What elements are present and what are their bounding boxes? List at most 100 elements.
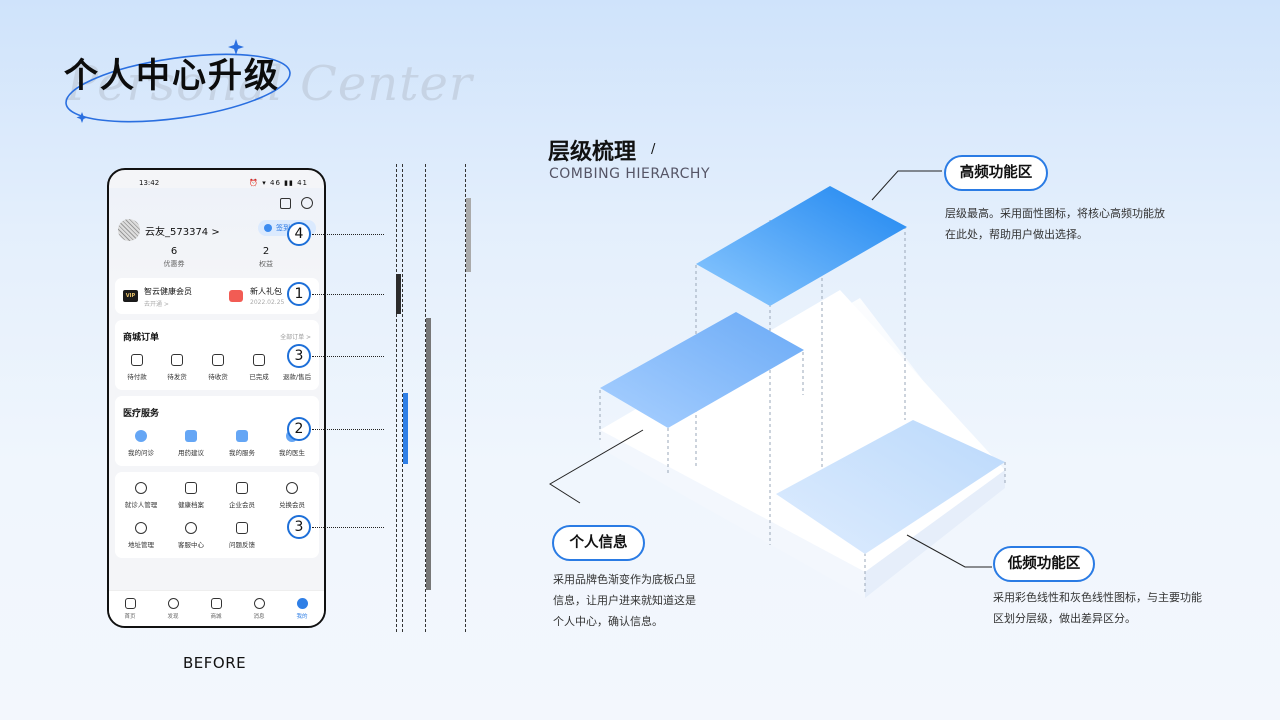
medical-item-label: 我的问诊	[128, 449, 154, 457]
hierarchy-subtitle: COMBING HIERARCHY	[549, 166, 711, 182]
tool-item-address[interactable]: 地址管理	[119, 522, 163, 549]
guide-line	[425, 164, 426, 632]
order-item-pending-receipt[interactable]: 待收货	[196, 354, 240, 381]
folder-icon	[185, 482, 197, 494]
tab-messages[interactable]: 消息	[244, 598, 274, 620]
guide-line	[465, 164, 466, 632]
tab-me[interactable]: 我的	[287, 598, 317, 620]
hierarchy-title: 层级梳理	[548, 140, 637, 165]
tool-item-label: 兑换会员	[279, 501, 305, 509]
vip-subtitle[interactable]: 去开通 >	[144, 301, 169, 308]
tool-item-feedback[interactable]: 问题反馈	[220, 522, 264, 549]
all-orders-link[interactable]: 全部订单 >	[280, 334, 311, 341]
tool-item-label: 地址管理	[128, 541, 154, 549]
tab-label: 首页	[124, 614, 136, 620]
medical-item-label: 用药建议	[178, 449, 204, 457]
low-frequency-label: 低频功能区	[993, 546, 1095, 582]
username[interactable]: 云友_573374 >	[145, 227, 220, 238]
status-icons: ⏰ ▾ 46 ▮▮ 41	[249, 179, 308, 187]
gift-icon	[229, 290, 243, 302]
level-bar-2	[403, 393, 408, 464]
stat-value: 2	[262, 246, 270, 257]
avatar[interactable]	[118, 219, 140, 241]
medical-title: 医疗服务	[123, 409, 160, 419]
page-title: 个人中心升级	[64, 56, 280, 96]
stat-label: 优惠券	[163, 260, 185, 268]
pill-icon	[185, 430, 197, 442]
stat-coupons[interactable]: 6 优惠券	[144, 246, 204, 269]
bag-icon	[210, 598, 222, 609]
tool-item-label: 就诊人管理	[124, 501, 158, 509]
tool-item-redeem[interactable]: 兑换会员	[270, 482, 314, 509]
tab-label: 发现	[167, 614, 179, 620]
marker-3: 3	[287, 344, 311, 368]
tool-item-enterprise[interactable]: 企业会员	[220, 482, 264, 509]
order-item-completed[interactable]: 已完成	[237, 354, 281, 381]
headset-icon	[185, 522, 197, 534]
consult-icon	[135, 430, 147, 442]
service-icon	[236, 430, 248, 442]
home-icon	[124, 598, 136, 609]
high-frequency-description: 层级最高。采用面性图标，将核心高频功能放 在此处，帮助用户做出选择。	[945, 207, 1165, 241]
marker-2: 2	[287, 417, 311, 441]
scan-icon[interactable]	[280, 198, 291, 209]
guide-line	[396, 164, 397, 632]
medical-item-medication[interactable]: 用药建议	[169, 430, 213, 457]
orders-title: 商城订单	[123, 333, 160, 343]
leader-line	[312, 294, 384, 295]
layer-low-frequency	[776, 420, 1005, 554]
leader-line	[312, 429, 384, 430]
tool-item-records[interactable]: 健康档案	[169, 482, 213, 509]
edit-icon	[236, 522, 248, 534]
tab-label: 我的	[296, 614, 308, 620]
tool-item-label: 问题反馈	[229, 541, 255, 549]
person-icon	[135, 482, 147, 494]
stat-value: 6	[170, 246, 178, 257]
settings-icon[interactable]	[301, 197, 313, 209]
medical-item-service[interactable]: 我的服务	[220, 430, 264, 457]
status-bar: 13:42 ⏰ ▾ 46 ▮▮ 41	[109, 170, 324, 196]
gift-date: 2022.02.25	[250, 299, 285, 306]
guide-line	[402, 164, 403, 632]
level-bar-3	[426, 318, 431, 590]
crown-icon	[236, 482, 248, 494]
medical-item-consult[interactable]: 我的问诊	[119, 430, 163, 457]
document-icon	[253, 354, 265, 366]
level-bar-1	[396, 274, 401, 314]
stat-benefits[interactable]: 2 权益	[236, 246, 296, 269]
truck-icon	[212, 354, 224, 366]
tool-item-patient[interactable]: 就诊人管理	[119, 482, 163, 509]
gift-title[interactable]: 新人礼包	[250, 287, 282, 296]
chat-icon	[253, 598, 265, 609]
tab-label: 消息	[253, 614, 265, 620]
box-icon	[171, 354, 183, 366]
order-item-label: 待付款	[127, 373, 147, 381]
marker-1: 1	[287, 282, 311, 306]
order-item-label: 退款/售后	[282, 373, 312, 381]
tab-discover[interactable]: 发现	[158, 598, 188, 620]
personal-info-description: 采用品牌色渐变作为底板凸显 信息，让用户进来就知道这是 个人中心，确认信息。	[553, 573, 696, 628]
tab-label: 商城	[210, 614, 222, 620]
tool-item-support[interactable]: 客服中心	[169, 522, 213, 549]
tool-item-label: 企业会员	[229, 501, 255, 509]
stat-label: 权益	[259, 260, 273, 268]
vip-title[interactable]: 智云健康会员	[144, 287, 192, 296]
high-frequency-label: 高频功能区	[944, 155, 1048, 191]
level-bar-4	[466, 198, 471, 272]
order-item-pending-payment[interactable]: 待付款	[115, 354, 159, 381]
order-item-pending-shipment[interactable]: 待发货	[155, 354, 199, 381]
leader-line	[312, 356, 384, 357]
tab-mall[interactable]: 商城	[201, 598, 231, 620]
marker-4: 4	[287, 222, 311, 246]
leader-line	[312, 234, 384, 235]
medical-card: 医疗服务 我的问诊 用药建议 我的服务 我的医生	[115, 396, 319, 466]
tab-bar: 首页 发现 商城 消息 我的	[109, 590, 324, 626]
tab-home[interactable]: 首页	[115, 598, 145, 620]
marker-3b: 3	[287, 515, 311, 539]
before-label: BEFORE	[183, 654, 247, 672]
personal-info-label: 个人信息	[552, 525, 645, 561]
hierarchy-slash: /	[651, 142, 656, 157]
order-item-label: 待发货	[167, 373, 187, 381]
wallet-icon	[131, 354, 143, 366]
